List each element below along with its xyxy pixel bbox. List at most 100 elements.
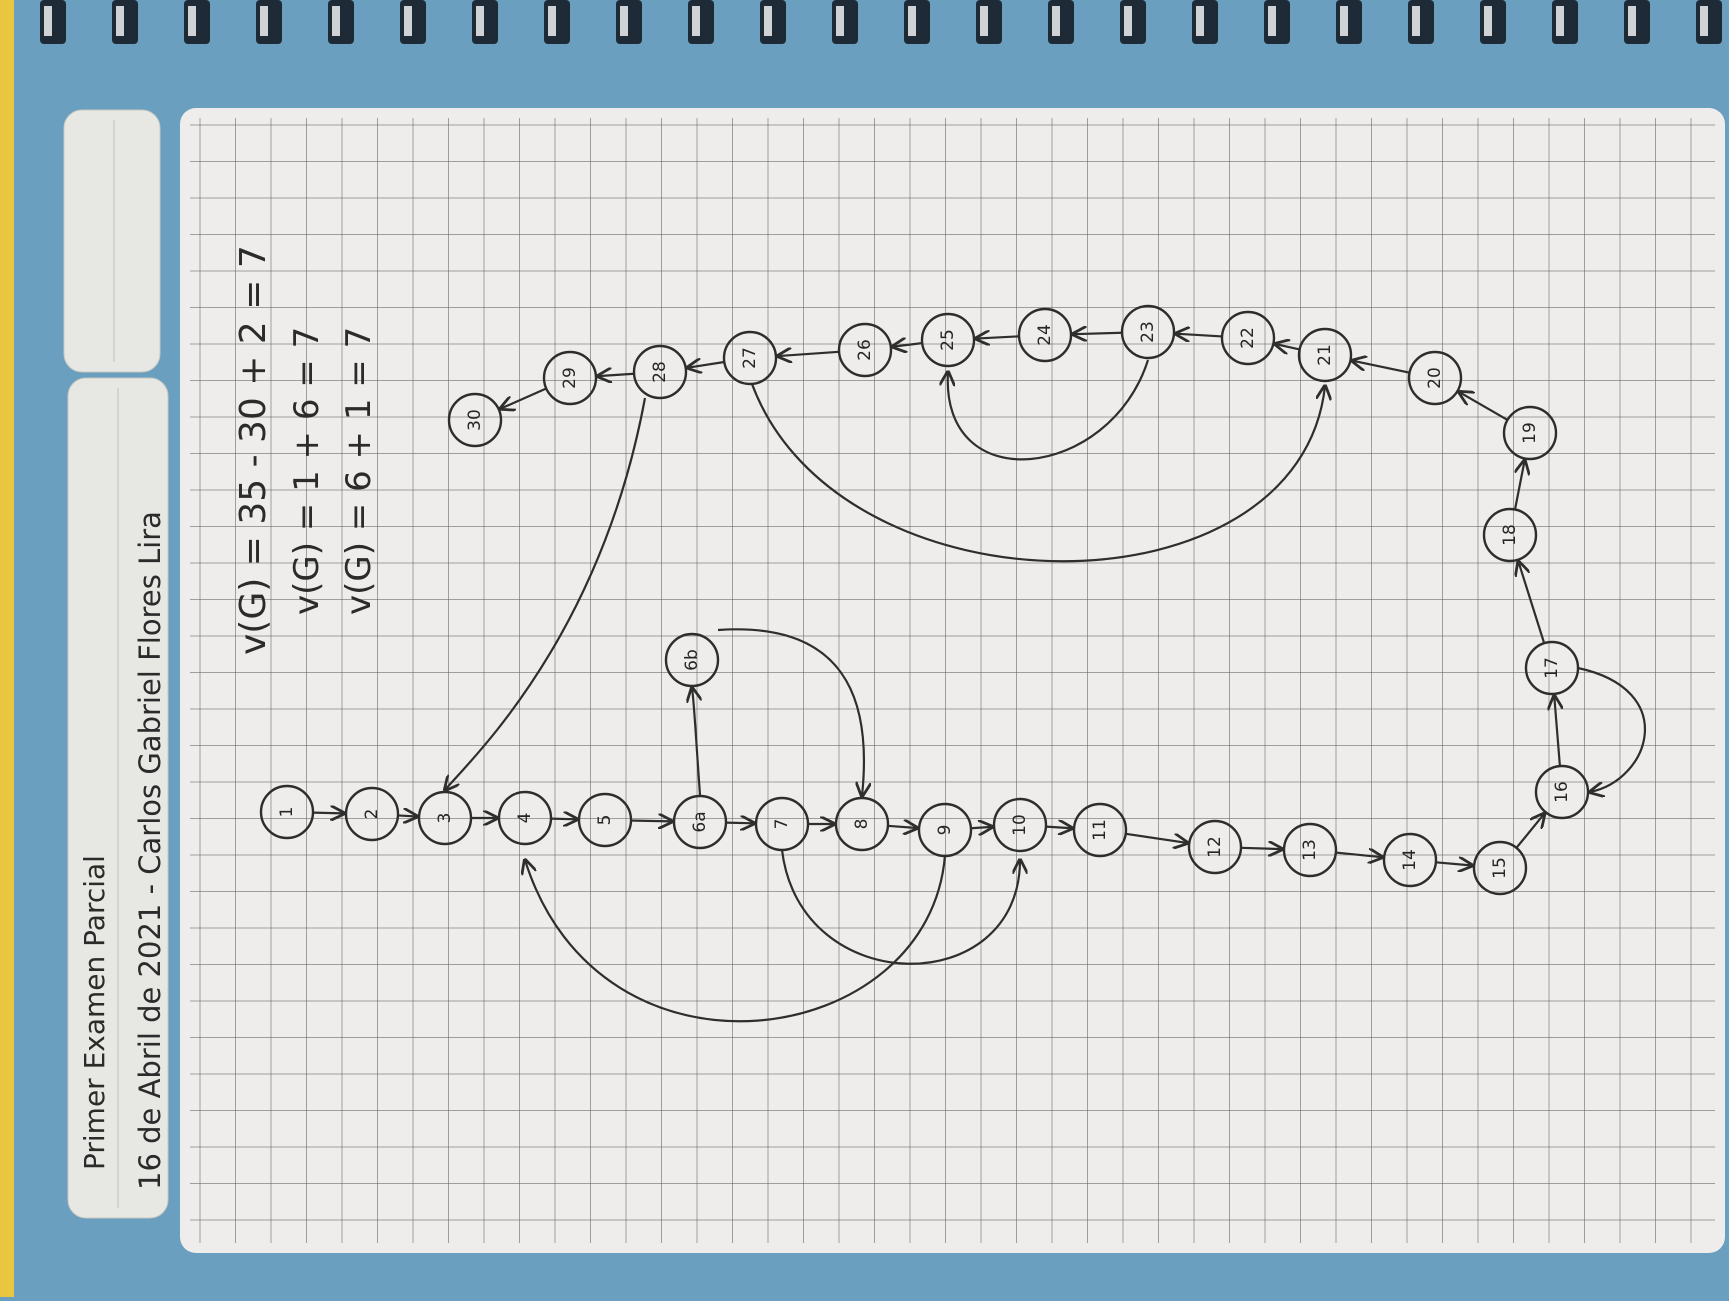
node-label: 24 bbox=[1035, 324, 1055, 346]
spiral-ring bbox=[1624, 0, 1650, 44]
edge-22-to-23 bbox=[1176, 334, 1223, 337]
spiral-ring bbox=[1480, 0, 1506, 44]
node-circle bbox=[837, 322, 893, 378]
node-5: 5 bbox=[577, 792, 633, 848]
node-21: 21 bbox=[1297, 327, 1353, 383]
edge-5-to-6a bbox=[630, 821, 672, 822]
node-label: 16 bbox=[1552, 781, 1572, 803]
node-26: 26 bbox=[837, 322, 893, 378]
spiral-ring bbox=[112, 0, 138, 44]
node-circle bbox=[1482, 507, 1538, 563]
edge-7-to-10 bbox=[780, 849, 1020, 965]
spiral-ring-highlight bbox=[1340, 6, 1348, 36]
edge-18-to-19 bbox=[1513, 460, 1525, 510]
node-label: 5 bbox=[595, 815, 615, 826]
node-15: 15 bbox=[1472, 840, 1528, 896]
spiral-ring bbox=[400, 0, 426, 44]
node-circle bbox=[754, 796, 810, 852]
node-circle bbox=[1017, 307, 1073, 363]
node-circle bbox=[1297, 327, 1353, 383]
edge-13-to-14 bbox=[1335, 853, 1382, 858]
spiral-ring bbox=[760, 0, 786, 44]
formula-2: v(G) = 1 + 6 = 7 bbox=[287, 327, 327, 615]
node-circle bbox=[664, 632, 720, 688]
spiral-ring-highlight bbox=[908, 6, 916, 36]
edge-15-to-16 bbox=[1515, 814, 1544, 849]
edge-17-to-18 bbox=[1518, 562, 1546, 644]
flow-graph-edges bbox=[312, 333, 1647, 1023]
edge-10-to-11 bbox=[1045, 827, 1072, 829]
node-circle bbox=[577, 792, 633, 848]
spiral-ring-highlight bbox=[1196, 6, 1204, 36]
node-circle bbox=[834, 796, 890, 852]
edge-23-to-24 bbox=[1073, 333, 1123, 334]
edge-27-to-28 bbox=[688, 362, 725, 368]
node-circle bbox=[1502, 405, 1558, 461]
node-circle bbox=[542, 350, 598, 406]
node-6b: 6b bbox=[664, 632, 720, 688]
node-2: 2 bbox=[344, 786, 400, 842]
node-circle bbox=[672, 794, 728, 850]
spiral-ring-highlight bbox=[692, 6, 700, 36]
spiral-ring bbox=[1120, 0, 1146, 44]
spiral-ring bbox=[1336, 0, 1362, 44]
node-label: 7 bbox=[772, 819, 792, 830]
edge-23-to-25 bbox=[948, 359, 1150, 461]
node-19: 19 bbox=[1502, 405, 1558, 461]
node-label: 12 bbox=[1205, 836, 1225, 858]
node-label: 25 bbox=[938, 329, 958, 351]
edge-9-to-10 bbox=[970, 827, 992, 828]
node-label: 15 bbox=[1490, 857, 1510, 879]
node-7: 7 bbox=[754, 796, 810, 852]
edge-6a-to-6b bbox=[692, 688, 700, 796]
node-circle bbox=[1407, 350, 1463, 406]
edge-14-to-15 bbox=[1435, 862, 1472, 865]
node-17: 17 bbox=[1524, 640, 1580, 696]
node-27: 27 bbox=[722, 330, 778, 386]
spiral-ring bbox=[976, 0, 1002, 44]
node-label: 26 bbox=[855, 339, 875, 361]
node-label: 1 bbox=[277, 807, 297, 818]
node-label: 22 bbox=[1238, 327, 1258, 349]
spiral-ring-highlight bbox=[1484, 6, 1492, 36]
edge-6b-to-8 bbox=[717, 628, 864, 796]
node-14: 14 bbox=[1382, 832, 1438, 888]
spiral-ring bbox=[472, 0, 498, 44]
spiral-ring bbox=[256, 0, 282, 44]
node-label: 20 bbox=[1425, 367, 1445, 389]
node-30: 30 bbox=[447, 392, 503, 448]
edge-28-to-3 bbox=[445, 397, 647, 790]
node-16: 16 bbox=[1534, 764, 1590, 820]
node-circle bbox=[1534, 764, 1590, 820]
header-box-top bbox=[63, 109, 161, 373]
edge-4-to-5 bbox=[550, 819, 577, 820]
node-28: 28 bbox=[632, 344, 688, 400]
node-circle bbox=[992, 797, 1048, 853]
node-label: 28 bbox=[650, 361, 670, 383]
spiral-ring-highlight bbox=[1628, 6, 1636, 36]
edge-28-to-29 bbox=[598, 374, 635, 376]
spiral-ring-highlight bbox=[332, 6, 340, 36]
node-circle bbox=[1120, 304, 1176, 360]
node-label: 23 bbox=[1138, 321, 1158, 343]
spiral-ring-highlight bbox=[1700, 6, 1708, 36]
edge-17-to-16 bbox=[1577, 666, 1647, 792]
node-label: 2 bbox=[362, 809, 382, 820]
graph-paper bbox=[180, 108, 1725, 1253]
node-22: 22 bbox=[1220, 310, 1276, 366]
edge-11-to-12 bbox=[1125, 832, 1188, 843]
node-label: 11 bbox=[1090, 819, 1110, 841]
node-circle bbox=[1220, 310, 1276, 366]
node-label: 8 bbox=[852, 819, 872, 830]
node-label: 18 bbox=[1500, 524, 1520, 546]
spiral-ring-highlight bbox=[764, 6, 772, 36]
node-1: 1 bbox=[259, 784, 315, 840]
yellow-table-edge bbox=[0, 0, 14, 1297]
exam-title: Primer Examen Parcial bbox=[78, 855, 111, 1170]
edge-29-to-30 bbox=[501, 387, 547, 409]
node-label: 14 bbox=[1400, 849, 1420, 871]
spiral-ring-highlight bbox=[620, 6, 628, 36]
node-circle bbox=[632, 344, 688, 400]
edge-1-to-2 bbox=[312, 813, 344, 814]
